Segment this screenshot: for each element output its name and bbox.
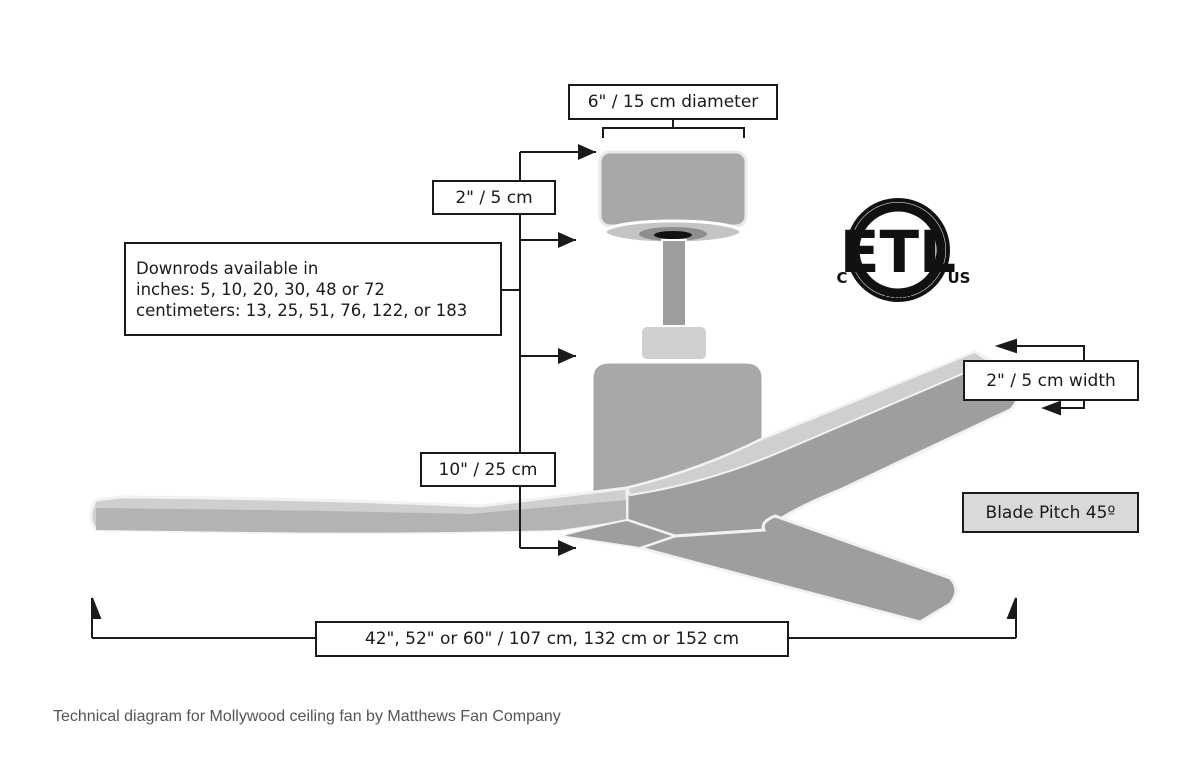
etl-listed-text: LISTED (884, 293, 912, 301)
downrod-options-box: Downrods available in inches: 5, 10, 20,… (124, 242, 502, 336)
fan-blades (89, 350, 1019, 624)
canopy (598, 150, 748, 245)
etl-mark-text: ETL (840, 218, 956, 286)
diameter-label: 6" / 15 cm diameter (568, 84, 778, 120)
diagram-caption: Technical diagram for Mollywood ceiling … (53, 708, 561, 725)
diameter-bracket (602, 118, 745, 138)
span-label: 42", 52" or 60" / 107 cm, 132 cm or 152 … (315, 621, 789, 657)
motor-height-label: 10" / 25 cm (420, 452, 556, 487)
downrod-line-3: centimeters: 13, 25, 51, 76, 122, or 183 (136, 300, 468, 320)
span-dimension-line (91, 597, 1017, 639)
canopy-height-label: 2" / 5 cm (432, 180, 556, 215)
blade-pitch-label: Blade Pitch 45º (962, 492, 1139, 533)
downrod-line-2: inches: 5, 10, 20, 30, 48 or 72 (136, 279, 385, 299)
blade-width-label: 2" / 5 cm width (963, 360, 1139, 401)
etl-c-text: C (836, 269, 847, 287)
etl-us-text: US (948, 269, 971, 287)
etl-cm-text: CM (926, 242, 934, 248)
downrod-line-1: Downrods available in (136, 258, 319, 278)
etl-listed-logo: ETL C US LISTED CM (836, 198, 971, 302)
downrod (640, 239, 708, 361)
